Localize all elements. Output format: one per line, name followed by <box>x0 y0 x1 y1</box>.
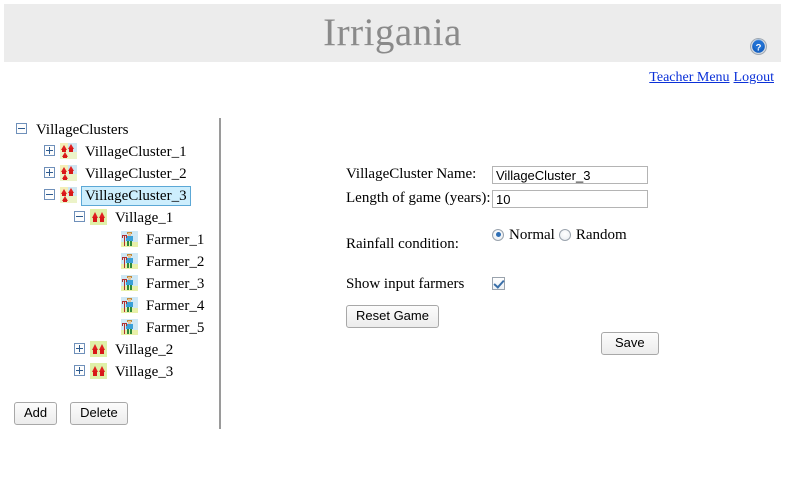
delete-button[interactable]: Delete <box>70 402 128 425</box>
form-row-rainfall: Rainfall condition: Normal Random <box>346 224 746 268</box>
tree-node[interactable]: VillageCluster_3 <box>0 184 215 206</box>
expand-icon[interactable] <box>44 145 55 157</box>
tree-node-label: Farmer_2 <box>146 253 205 270</box>
tree-toggle-spacer <box>105 234 121 245</box>
farmer-icon <box>121 296 138 313</box>
village-cluster-icon <box>60 164 77 181</box>
tree-node[interactable]: Farmer_1 <box>0 228 215 250</box>
help-circle-icon[interactable]: ? <box>750 38 767 55</box>
app-header: Irrigania ? <box>4 4 781 62</box>
expand-icon[interactable] <box>44 167 55 179</box>
tree-node-label: Farmer_5 <box>146 319 205 336</box>
tree-node-label: Village_3 <box>115 363 174 380</box>
tree-node-label: VillageClusters <box>36 121 129 138</box>
tree-node-label: VillageCluster_3 <box>81 185 191 206</box>
tree-node-label: Village_2 <box>115 341 174 358</box>
tree-node-label: VillageCluster_2 <box>85 165 187 182</box>
tree-node-label: Farmer_4 <box>146 297 205 314</box>
form-row-show-input-farmers: Show input farmers <box>346 272 746 296</box>
save-button[interactable]: Save <box>601 332 659 355</box>
tree-node[interactable]: VillageCluster_1 <box>0 140 215 162</box>
tree-toggle-spacer <box>105 322 121 333</box>
village-icon <box>90 362 107 379</box>
tree-toggle-spacer <box>105 300 121 311</box>
tree-node[interactable]: Village_3 <box>0 360 215 382</box>
page-title: Irrigania <box>323 11 462 54</box>
radio-random[interactable] <box>558 228 571 241</box>
collapse-icon[interactable] <box>16 123 27 135</box>
tree-node[interactable]: Village_1 <box>0 206 215 228</box>
panel-divider <box>219 118 221 429</box>
farmer-icon <box>121 252 138 269</box>
tree-node-label: VillageCluster_1 <box>85 143 187 160</box>
expand-icon[interactable] <box>74 365 85 377</box>
show-input-farmers-checkbox[interactable] <box>492 276 505 290</box>
teacher-menu-link[interactable]: Teacher Menu <box>649 70 730 85</box>
form-row-name: VillageCluster Name: <box>346 166 746 184</box>
tree-node[interactable]: Farmer_3 <box>0 272 215 294</box>
length-of-game-input[interactable] <box>492 190 648 208</box>
radio-normal-label: Normal <box>509 227 555 243</box>
village-cluster-icon <box>60 142 77 159</box>
tree-node[interactable]: VillageCluster_2 <box>0 162 215 184</box>
add-button[interactable]: Add <box>14 402 58 425</box>
tree-action-buttons: Add Delete <box>14 402 128 425</box>
tree-toggle-spacer <box>105 278 121 289</box>
village-cluster-icon <box>60 186 77 203</box>
collapse-icon[interactable] <box>44 189 55 201</box>
village-cluster-form: VillageCluster Name: Length of game (yea… <box>346 166 746 296</box>
radio-normal[interactable] <box>492 228 504 241</box>
tree-node-label: Farmer_1 <box>146 231 205 248</box>
village-cluster-name-input[interactable] <box>492 166 648 184</box>
length-of-game-label: Length of game (years): <box>346 190 491 206</box>
tree-node[interactable]: Farmer_4 <box>0 294 215 316</box>
rainfall-option-random[interactable]: Random <box>558 227 627 243</box>
rainfall-condition-label: Rainfall condition: <box>346 236 459 252</box>
logout-link[interactable]: Logout <box>733 70 774 85</box>
tree-node[interactable]: Farmer_2 <box>0 250 215 272</box>
farmer-icon <box>121 230 138 247</box>
expand-icon[interactable] <box>74 343 85 355</box>
tree-toggle-spacer <box>105 256 121 267</box>
tree-node[interactable]: Farmer_5 <box>0 316 215 338</box>
village-cluster-name-label: VillageCluster Name: <box>346 166 477 182</box>
rainfall-radio-group: Normal Random <box>492 224 627 246</box>
tree-node[interactable]: Village_2 <box>0 338 215 360</box>
tree-node-label: Farmer_3 <box>146 275 205 292</box>
farmer-icon <box>121 274 138 291</box>
svg-text:?: ? <box>756 42 762 53</box>
form-row-length: Length of game (years): <box>346 190 746 208</box>
rainfall-option-normal[interactable]: Normal <box>492 227 555 243</box>
village-icon <box>90 208 107 225</box>
village-icon <box>90 340 107 357</box>
tree-node[interactable]: VillageClusters <box>0 118 215 140</box>
reset-game-button[interactable]: Reset Game <box>346 305 439 328</box>
farmer-icon <box>121 318 138 335</box>
tree-node-label: Village_1 <box>115 209 174 226</box>
radio-random-label: Random <box>575 227 627 243</box>
collapse-icon[interactable] <box>74 211 85 223</box>
show-input-farmers-label: Show input farmers <box>346 276 465 292</box>
